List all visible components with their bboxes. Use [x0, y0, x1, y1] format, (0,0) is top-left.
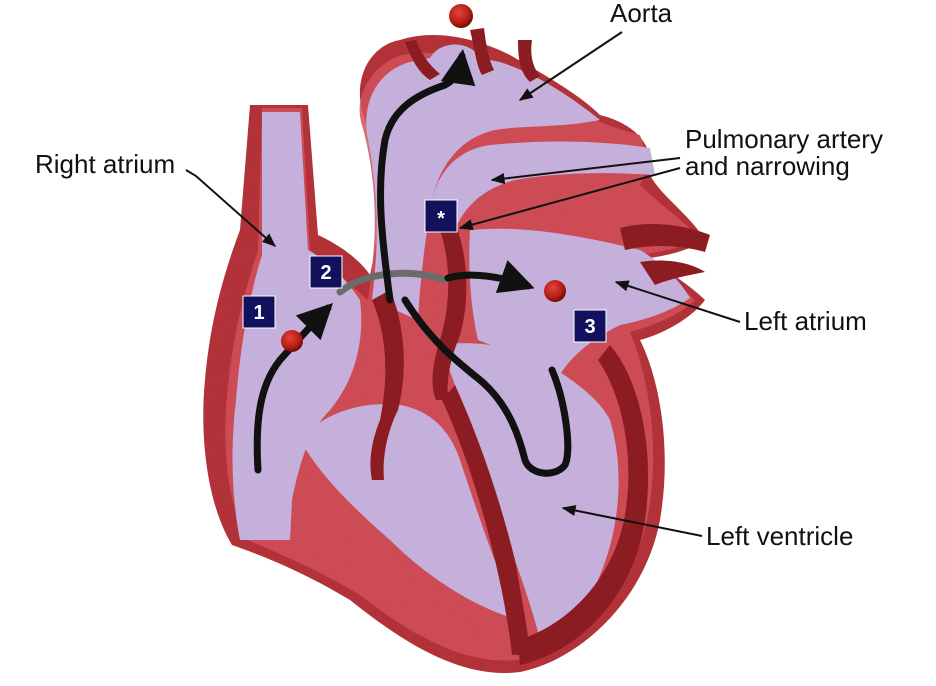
- svg-text:2: 2: [320, 262, 331, 284]
- badges: 1 2 3 *: [242, 199, 607, 343]
- svg-text:*: *: [437, 208, 445, 230]
- left-ventricle-wall: [518, 345, 649, 665]
- badge-star: *: [424, 199, 458, 233]
- clots: [281, 4, 566, 352]
- clot-right-atrium: [281, 330, 303, 352]
- blood-flow-path: [253, 49, 572, 477]
- label-left-atrium: Left atrium: [744, 306, 867, 336]
- svg-text:1: 1: [253, 302, 264, 324]
- pulmonary-artery-vessel: [430, 141, 655, 230]
- heart-illustration: [203, 28, 710, 674]
- clot-left-atrium: [544, 280, 566, 302]
- flow-arrow-right-atrium: [253, 303, 333, 474]
- badge-2: 2: [309, 255, 343, 289]
- badge-3: 3: [573, 309, 607, 343]
- interventricular-septum: [442, 385, 530, 655]
- badge-1: 1: [242, 295, 276, 329]
- aortic-branch-right: [518, 40, 540, 82]
- label-left-ventricle: Left ventricle: [706, 521, 853, 551]
- leader-aorta: [518, 31, 623, 101]
- leader-left-ventricle: [561, 504, 703, 537]
- leader-pulmonary-narrowing: [458, 167, 681, 231]
- aorta-vessel: [366, 44, 600, 320]
- flow-arrow-aorta: [377, 49, 476, 304]
- flow-arrow-left-atrium: [444, 260, 535, 294]
- svg-text:3: 3: [584, 316, 595, 338]
- pulmonary-vein-upper: [620, 224, 710, 252]
- label-pulmonary-artery-line2: and narrowing: [685, 151, 850, 181]
- left-ventricle-chamber: [440, 343, 619, 640]
- flow-loop-left-ventricle: [401, 296, 572, 477]
- clot-aorta: [449, 4, 473, 28]
- label-right-atrium: Right atrium: [35, 149, 175, 179]
- leader-right-atrium: [185, 169, 277, 247]
- septum-wall: [370, 290, 404, 480]
- aortic-branch-mid: [470, 28, 494, 75]
- leader-pulmonary-artery: [490, 157, 681, 185]
- label-aorta: Aorta: [610, 0, 673, 28]
- pulmonary-vein-lower: [640, 260, 705, 285]
- label-pulmonary-artery-line1: Pulmonary artery: [685, 124, 883, 154]
- leader-left-atrium: [614, 280, 741, 323]
- labels: Aorta Pulmonary artery and narrowing Rig…: [35, 0, 883, 551]
- aortic-branch-left: [405, 40, 440, 80]
- right-ventricle-chamber: [300, 404, 520, 620]
- pulmonary-narrowing-wall: [432, 225, 467, 400]
